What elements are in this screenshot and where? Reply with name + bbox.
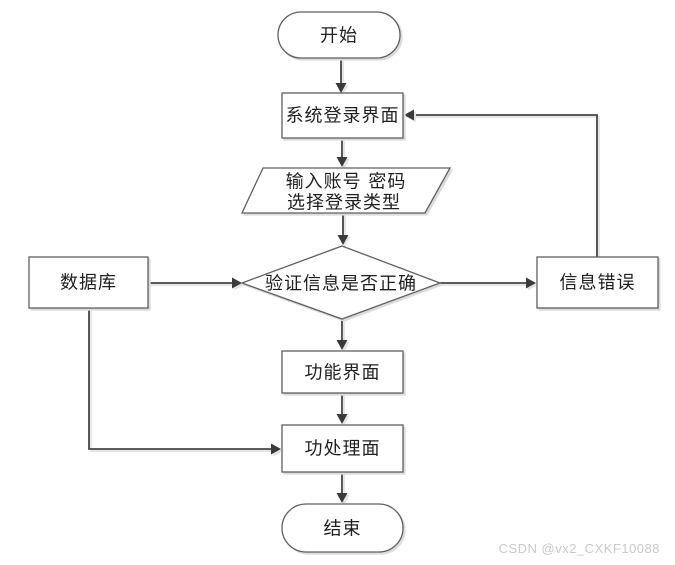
function-process-shape xyxy=(281,350,404,394)
csdn-watermark: CSDN @vx2_CXKF10088 xyxy=(498,541,660,556)
node-error: 信息错误 xyxy=(536,256,659,309)
arrowhead-process-end xyxy=(336,493,348,503)
start-label: 开始 xyxy=(320,26,358,47)
node-end: 结束 xyxy=(281,503,404,553)
end-label: 结束 xyxy=(324,519,362,540)
arrowhead-function-process xyxy=(336,414,348,424)
database-label: 数据库 xyxy=(60,273,117,294)
error-process-shape xyxy=(536,256,659,309)
arrowhead-login-input xyxy=(336,157,348,167)
function-label: 功能界面 xyxy=(305,363,381,384)
end-terminator-shape xyxy=(281,503,404,553)
login-process-shape xyxy=(281,92,404,139)
database-process-shape xyxy=(28,256,149,309)
node-login: 系统登录界面 xyxy=(281,92,404,139)
input-io-shape xyxy=(240,167,452,214)
arrowhead-verify-function xyxy=(336,340,348,350)
arrowhead-database-process xyxy=(271,443,281,455)
node-start: 开始 xyxy=(277,11,401,59)
verify-label: 验证信息是否正确 xyxy=(265,274,417,295)
connectors xyxy=(88,58,598,503)
process-process-shape xyxy=(281,424,404,473)
node-verify: 验证信息是否正确 xyxy=(240,245,442,320)
arrowhead-error-login xyxy=(404,109,414,121)
arrowhead-start-login xyxy=(335,83,347,93)
node-database: 数据库 xyxy=(28,256,149,309)
login-label: 系统登录界面 xyxy=(286,106,400,127)
node-function-ui: 功能界面 xyxy=(281,350,404,394)
start-terminator-shape xyxy=(277,11,401,59)
arrowhead-verify-error xyxy=(526,277,536,289)
node-process-ui: 功处理面 xyxy=(281,424,404,473)
arrowhead-database-verify xyxy=(232,277,242,289)
input-label-line2: 选择登录类型 xyxy=(287,193,401,214)
edge-database-process xyxy=(88,308,272,450)
process-label: 功处理面 xyxy=(305,439,381,460)
verify-decision-shape xyxy=(240,245,442,320)
input-label-line1: 输入账号 密码 xyxy=(286,172,407,193)
arrowhead-input-verify xyxy=(337,235,349,245)
node-input: 输入账号 密码 选择登录类型 xyxy=(240,167,452,214)
edge-error-login xyxy=(414,114,598,257)
error-label: 信息错误 xyxy=(560,273,636,294)
